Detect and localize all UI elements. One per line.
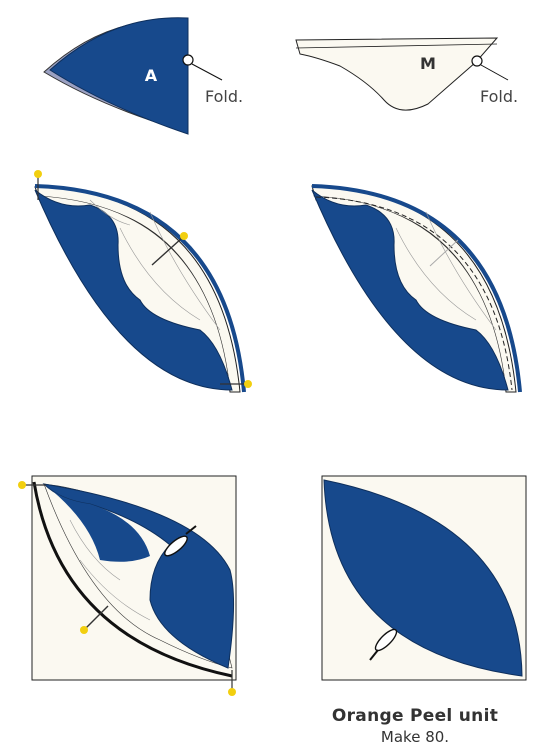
square-assembly-figure bbox=[18, 475, 237, 696]
fold-label-left: Fold. bbox=[205, 87, 243, 106]
pin-middle-shaft bbox=[151, 237, 183, 266]
template-m-label: M bbox=[420, 54, 436, 73]
template-a-figure: A Fold. bbox=[43, 17, 243, 135]
pinned-unit-crease bbox=[119, 227, 201, 321]
template-a-piece bbox=[49, 17, 189, 135]
square-assembly-crease bbox=[69, 519, 121, 581]
pin-square-top-head bbox=[18, 481, 26, 489]
square-assembly-crease bbox=[79, 559, 151, 621]
orange-peel-petal bbox=[323, 479, 523, 677]
pinned-unit-crease bbox=[149, 211, 221, 331]
stitched-unit-curved-edge bbox=[311, 184, 522, 393]
stitched-unit-figure bbox=[311, 184, 522, 393]
clip-icon-left-tail bbox=[185, 525, 197, 535]
fold-marker-right bbox=[471, 55, 483, 67]
template-m-piece bbox=[295, 37, 499, 111]
pin-square-mid-head bbox=[80, 626, 88, 634]
pin-square-bottom-head bbox=[228, 688, 236, 696]
pinned-unit-curved-edge bbox=[34, 184, 246, 393]
stitched-unit-crease bbox=[395, 227, 477, 321]
fold-leader-right bbox=[480, 64, 509, 81]
pinned-unit-navy bbox=[34, 189, 233, 391]
clip-icon-right-tail bbox=[369, 649, 379, 661]
square-assembly-navy bbox=[42, 483, 235, 669]
finished-unit-figure bbox=[321, 475, 527, 681]
caption-title: Orange Peel unit bbox=[331, 706, 499, 726]
caption-subtitle: Make 80. bbox=[380, 728, 450, 746]
template-m-fold-edge bbox=[295, 43, 498, 49]
pin-top-head bbox=[34, 170, 42, 178]
stitched-unit-crease bbox=[429, 239, 459, 267]
fold-leader-left bbox=[191, 63, 223, 81]
template-m-figure: M Fold. bbox=[295, 37, 518, 111]
stitching-line bbox=[315, 196, 513, 391]
fold-marker-left bbox=[182, 54, 194, 66]
pin-square-mid-shaft bbox=[85, 605, 109, 629]
stitched-unit-navy bbox=[311, 189, 509, 391]
clip-icon-right bbox=[374, 628, 398, 652]
pinned-unit-figure bbox=[34, 170, 252, 393]
fold-label-right: Fold. bbox=[480, 87, 518, 106]
pinned-unit-crease bbox=[89, 199, 131, 226]
clip-icon-left bbox=[164, 535, 188, 557]
template-a-label: A bbox=[145, 66, 158, 85]
stitched-unit-crease bbox=[425, 211, 497, 331]
pin-middle-head bbox=[180, 232, 188, 240]
pin-bottom-head bbox=[244, 380, 252, 388]
square-assembly-navy-left bbox=[44, 484, 150, 562]
square-assembly-curved-edge bbox=[32, 481, 233, 678]
